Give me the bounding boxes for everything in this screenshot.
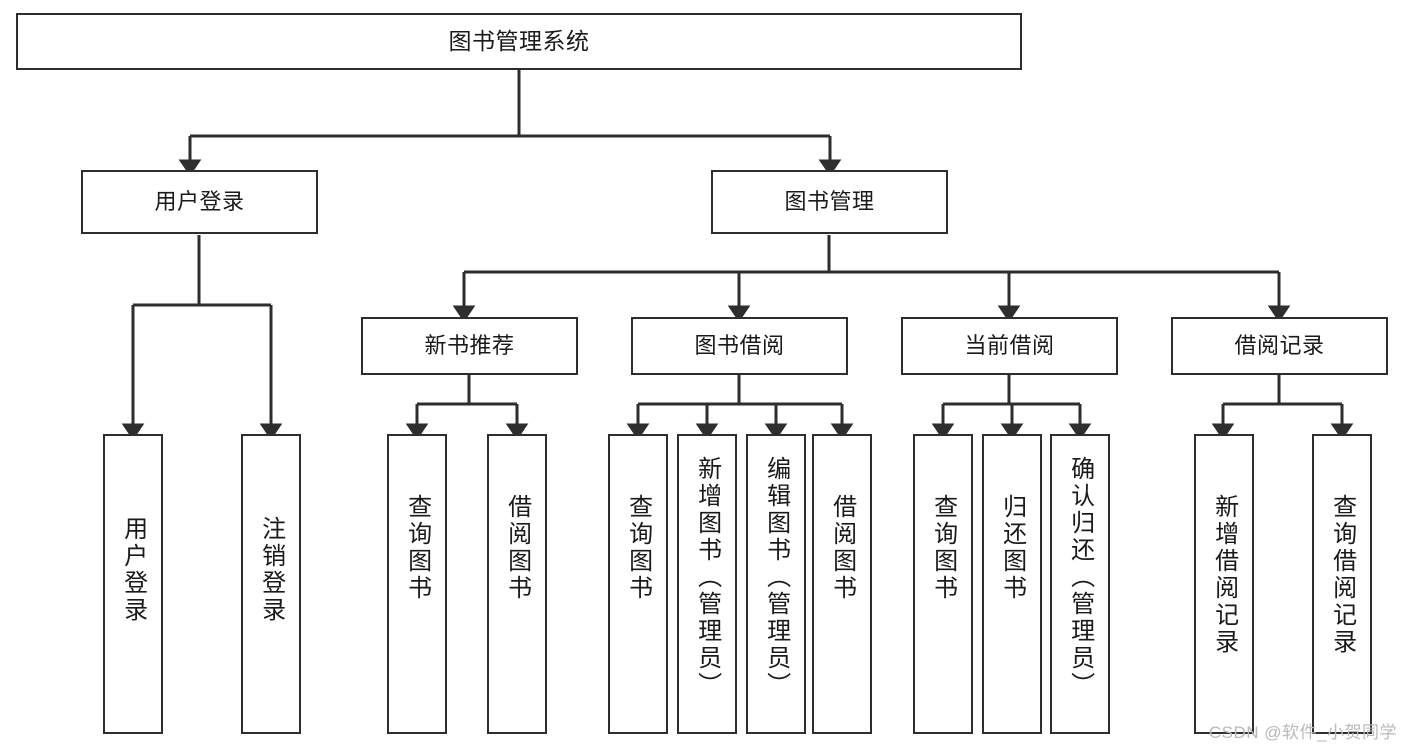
- leaf-edit-book-admin[interactable]: 编辑图书（管理员）: [746, 434, 806, 734]
- leaf-query-book-current[interactable]: 查询图书: [913, 434, 973, 734]
- node-book-borrow[interactable]: 图书借阅: [631, 317, 848, 375]
- node-user-login[interactable]: 用户登录: [81, 170, 318, 234]
- leaf-add-book-admin[interactable]: 新增图书（管理员）: [677, 434, 737, 734]
- leaf-confirm-return-admin[interactable]: 确认归还（管理员）: [1050, 434, 1110, 734]
- leaf-query-book-borrow[interactable]: 查询图书: [608, 434, 668, 734]
- leaf-query-borrow-record[interactable]: 查询借阅记录: [1312, 434, 1372, 734]
- node-label: 图书管理系统: [448, 27, 590, 54]
- watermark: CSDN @软件_小贺同学: [1208, 723, 1397, 742]
- node-label: 新增借阅记录: [1210, 494, 1238, 656]
- node-book-management[interactable]: 图书管理: [711, 170, 948, 234]
- node-label: 编辑图书（管理员）: [762, 456, 790, 699]
- node-label: 新增图书（管理员）: [693, 456, 721, 699]
- node-label: 图书管理: [784, 189, 875, 215]
- node-label: 查询图书: [624, 494, 652, 602]
- node-label: 借阅图书: [503, 494, 531, 602]
- node-label: 图书借阅: [694, 333, 785, 359]
- node-label: 查询图书: [929, 494, 957, 602]
- node-label: 用户登录: [119, 516, 147, 624]
- node-borrow-record[interactable]: 借阅记录: [1171, 317, 1388, 375]
- leaf-return-book[interactable]: 归还图书: [982, 434, 1042, 734]
- node-label: 借阅记录: [1234, 333, 1325, 359]
- node-new-book-recommend[interactable]: 新书推荐: [361, 317, 578, 375]
- node-label: 归还图书: [998, 494, 1026, 602]
- node-label: 当前借阅: [964, 333, 1055, 359]
- leaf-logout[interactable]: 注销登录: [241, 434, 301, 734]
- leaf-query-book-recommend[interactable]: 查询图书: [387, 434, 447, 734]
- leaf-borrow-book[interactable]: 借阅图书: [812, 434, 872, 734]
- node-label: 注销登录: [257, 516, 285, 624]
- node-label: 借阅图书: [828, 494, 856, 602]
- node-current-borrow[interactable]: 当前借阅: [901, 317, 1118, 375]
- leaf-borrow-book-recommend[interactable]: 借阅图书: [487, 434, 547, 734]
- node-label: 查询借阅记录: [1328, 494, 1356, 656]
- node-label: 查询图书: [403, 494, 431, 602]
- leaf-user-login[interactable]: 用户登录: [103, 434, 163, 734]
- node-label: 用户登录: [154, 189, 245, 215]
- node-label: 确认归还（管理员）: [1066, 456, 1094, 699]
- leaf-add-borrow-record[interactable]: 新增借阅记录: [1194, 434, 1254, 734]
- node-root-book-management-system[interactable]: 图书管理系统: [16, 13, 1022, 70]
- node-label: 新书推荐: [424, 333, 515, 359]
